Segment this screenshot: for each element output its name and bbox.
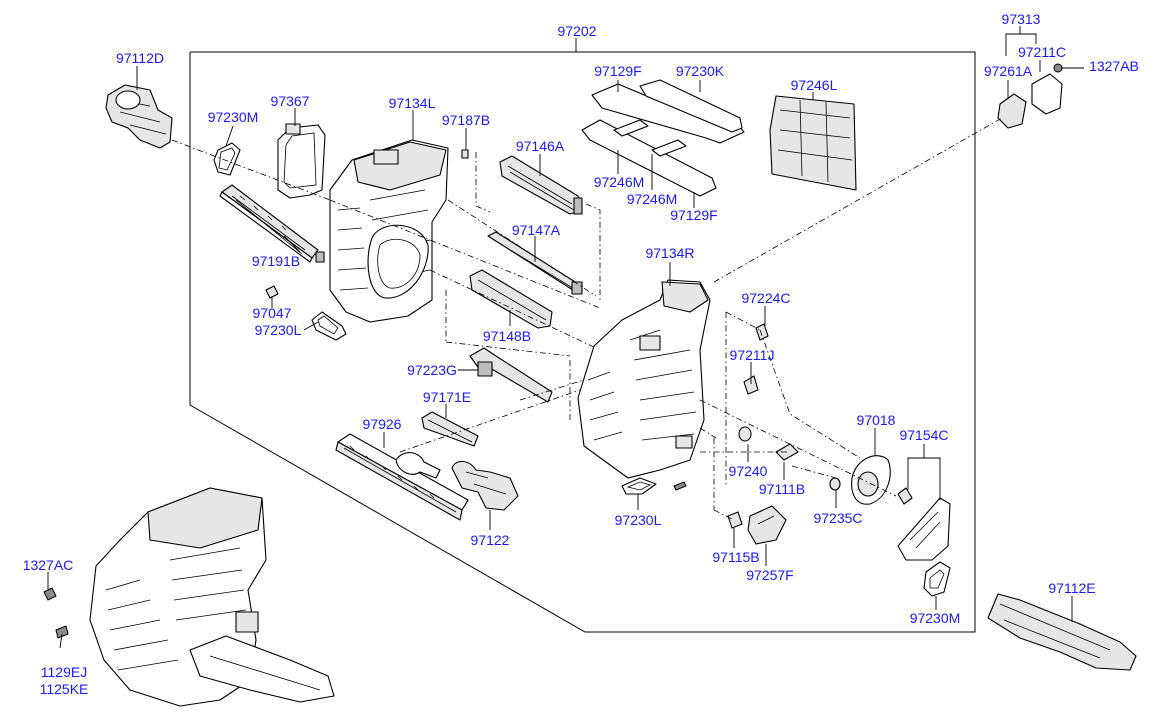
- filter-seal-set-part[interactable]: [581, 79, 745, 197]
- assembly-frame: [189, 38, 976, 633]
- callout-97230m-bottom[interactable]: 97230M: [910, 610, 961, 626]
- callout-97171e[interactable]: 97171E: [423, 389, 471, 405]
- callout-97246m-a[interactable]: 97246M: [594, 174, 645, 190]
- actuator-rod-97223g-part[interactable]: [469, 347, 553, 403]
- filter-97246l-part[interactable]: [769, 95, 857, 191]
- callout-97122[interactable]: 97122: [471, 532, 510, 548]
- bolt-1327ac-part[interactable]: [43, 587, 57, 601]
- callout-97147a[interactable]: 97147A: [512, 222, 561, 238]
- callout-97230k[interactable]: 97230K: [676, 63, 725, 79]
- callout-labels: 97202 97112D 97313 97211C 97261A 1327AB …: [23, 11, 1139, 697]
- heater-core-part[interactable]: [335, 433, 469, 521]
- callout-97018[interactable]: 97018: [857, 412, 896, 428]
- alignment-lines: [171, 117, 1003, 521]
- callout-1327ac[interactable]: 1327AC: [23, 557, 74, 573]
- clip-97047-part[interactable]: [265, 285, 279, 299]
- callout-97223g[interactable]: 97223G: [407, 362, 457, 378]
- callout-97187b[interactable]: 97187B: [442, 112, 490, 128]
- pipe-97122-part[interactable]: [451, 460, 519, 511]
- pin-97187b-part[interactable]: [461, 149, 469, 159]
- bolt-1129ej-part[interactable]: [55, 625, 69, 649]
- callout-97235c[interactable]: 97235C: [813, 510, 862, 526]
- door-97146a-part[interactable]: [499, 155, 583, 215]
- callout-97134r[interactable]: 97134R: [645, 245, 694, 261]
- callout-1129ej[interactable]: 1129EJ: [41, 664, 87, 680]
- callout-97261a[interactable]: 97261A: [984, 63, 1033, 79]
- callout-97224c[interactable]: 97224C: [741, 290, 790, 306]
- clip-97224c-part[interactable]: [755, 323, 769, 341]
- leader-lines: [47, 26, 1084, 622]
- callout-97154c[interactable]: 97154C: [899, 427, 948, 443]
- actuator-97257f-part[interactable]: [747, 505, 787, 545]
- duct-left-part[interactable]: [105, 84, 173, 149]
- callout-97129f-top[interactable]: 97129F: [594, 63, 641, 79]
- door-97148b-part[interactable]: [469, 269, 553, 329]
- seal-frame-part[interactable]: [277, 123, 326, 199]
- actuator-97154c-part[interactable]: [897, 487, 951, 561]
- callout-97129f-bottom[interactable]: 97129F: [670, 207, 717, 223]
- actuator-97018-part[interactable]: [851, 455, 891, 505]
- screw-97230l-part: [673, 481, 687, 491]
- callout-97246m-b[interactable]: 97246M: [627, 191, 678, 207]
- gasket-97230m-bottom-part[interactable]: [923, 561, 951, 597]
- callout-97240[interactable]: 97240: [729, 463, 768, 479]
- callout-1125ke[interactable]: 1125KE: [40, 681, 89, 697]
- callout-97115b[interactable]: 97115B: [712, 549, 759, 565]
- callout-97134l[interactable]: 97134L: [389, 95, 436, 111]
- clip-97240-part[interactable]: [738, 426, 752, 442]
- bracket-97171e-part[interactable]: [421, 411, 479, 447]
- gasket-97230l-bottom-part[interactable]: [621, 477, 657, 495]
- callout-97111b[interactable]: 97111B: [759, 481, 805, 497]
- callout-97202[interactable]: 97202: [558, 23, 597, 39]
- callout-97211j[interactable]: 97211J: [730, 347, 775, 363]
- callout-97191b[interactable]: 97191B: [252, 253, 300, 269]
- callout-97367[interactable]: 97367: [271, 93, 310, 109]
- callout-97926[interactable]: 97926: [363, 416, 402, 432]
- case-left-part[interactable]: [329, 139, 449, 323]
- evaporator-core-part[interactable]: [219, 184, 325, 263]
- blower-motor-parts-part[interactable]: [997, 63, 1063, 129]
- callout-97230l-bottom[interactable]: 97230L: [615, 512, 662, 528]
- door-97147a-part[interactable]: [487, 231, 583, 295]
- callout-97146a[interactable]: 97146A: [516, 138, 565, 154]
- clip-97235c-part[interactable]: [829, 477, 841, 491]
- callout-97230m-top[interactable]: 97230M: [208, 109, 259, 125]
- callout-97257f[interactable]: 97257F: [746, 567, 793, 583]
- callout-97112e[interactable]: 97112E: [1048, 580, 1095, 596]
- clip-97115b-part[interactable]: [727, 511, 743, 529]
- callout-97313[interactable]: 97313: [1002, 11, 1041, 27]
- duct-right-part[interactable]: [987, 593, 1137, 671]
- case-right-part[interactable]: [577, 279, 711, 479]
- callout-97230l-left[interactable]: 97230L: [255, 322, 302, 338]
- callout-97148b[interactable]: 97148B: [483, 328, 531, 344]
- gasket-97230m-top-part[interactable]: [213, 142, 241, 176]
- callout-1327ab[interactable]: 1327AB: [1089, 58, 1139, 74]
- hvac-assembly-part[interactable]: [89, 487, 335, 707]
- callout-97246l[interactable]: 97246L: [791, 77, 838, 93]
- callout-97211c[interactable]: 97211C: [1018, 44, 1066, 60]
- callout-97112d[interactable]: 97112D: [116, 50, 164, 66]
- gasket-97230l-left-part[interactable]: [311, 311, 347, 341]
- callout-97047[interactable]: 97047: [253, 305, 292, 321]
